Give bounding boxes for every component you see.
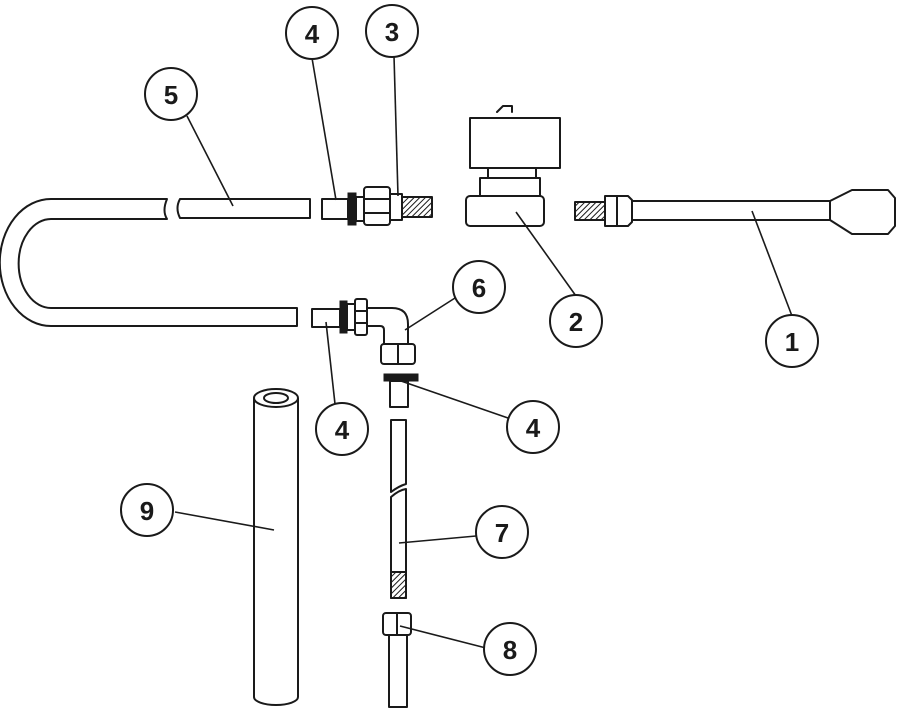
callout-4-left-label: 4 (335, 415, 350, 445)
callout-2: 2 (549, 294, 603, 348)
callout-8: 8 (483, 622, 537, 676)
callout-4-top: 4 (285, 6, 339, 60)
drain-tube-part-7 (390, 419, 407, 599)
callout-9: 9 (120, 483, 174, 537)
callout-7: 7 (475, 505, 529, 559)
callout-7-label: 7 (495, 518, 509, 548)
callout-4-top-label: 4 (305, 19, 320, 49)
leader-lines (174, 55, 793, 649)
callout-6: 6 (452, 260, 506, 314)
callout-3: 3 (365, 4, 419, 58)
callout-4-right-label: 4 (526, 413, 541, 443)
insulation-tube-part-9 (253, 388, 299, 706)
callout-6-label: 6 (472, 273, 486, 303)
inlet-hose-part-1 (574, 189, 896, 235)
elbow-fitting-part-6 (354, 298, 416, 365)
callout-8-label: 8 (503, 635, 517, 665)
fitting-part-3 (363, 186, 433, 226)
callout-1-label: 1 (785, 327, 799, 357)
callout-5-label: 5 (164, 80, 178, 110)
callout-3-label: 3 (385, 17, 399, 47)
nut-part-8 (382, 612, 412, 708)
hose-part-5 (0, 198, 311, 327)
callout-4-right: 4 (506, 400, 560, 454)
seal-part-4-lower (383, 373, 419, 408)
callout-9-label: 9 (140, 496, 154, 526)
callout-2-label: 2 (569, 307, 583, 337)
seal-part-4-top (321, 192, 365, 226)
solenoid-valve-part-2 (465, 105, 561, 227)
callout-1: 1 (765, 314, 819, 368)
callout-5: 5 (144, 67, 198, 121)
seal-part-4-middle (311, 300, 356, 334)
callout-4-left: 4 (315, 402, 369, 456)
